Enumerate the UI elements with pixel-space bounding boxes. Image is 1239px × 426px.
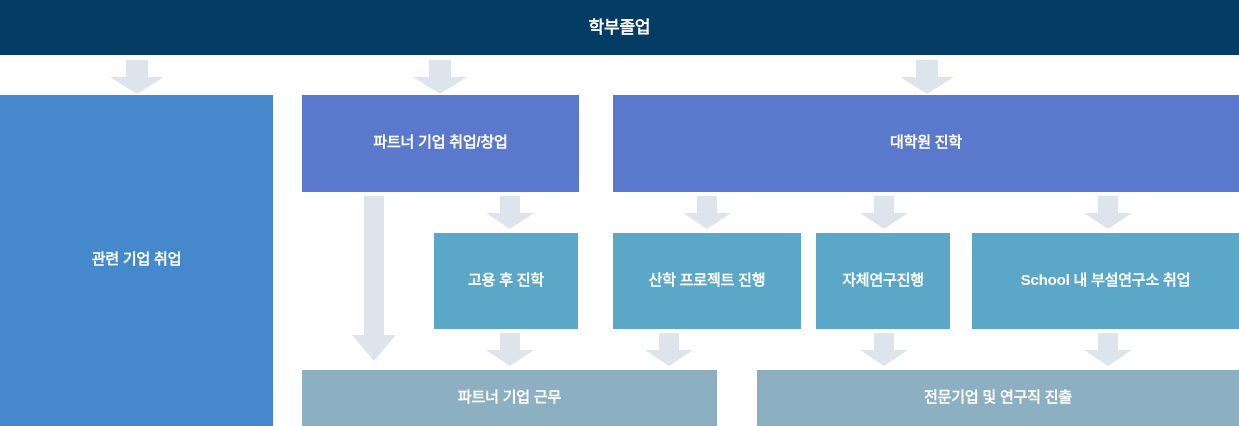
node-study-after-employment[interactable]: 고용 후 진학 [434,233,578,329]
node-specialized-company-research-career[interactable]: 전문기업 및 연구직 진출 [757,370,1239,426]
node-label: 파트너 기업 근무 [457,388,562,406]
arrow-in-house-research-to-specialized-career [860,333,908,366]
node-in-house-research[interactable]: 자체연구진행 [816,233,950,329]
arrow-graduate-school-to-industry-academic-project [683,196,731,229]
node-label: 산학 프로젝트 진행 [648,271,766,289]
arrow-affiliated-institute-to-specialized-career [1084,333,1132,366]
arrow-header-to-related-company [110,60,164,94]
arrow-partner-company-to-study-after-employment [486,196,534,229]
node-school-affiliated-institute-employment[interactable]: School 내 부설연구소 취업 [972,233,1239,329]
node-partner-company-work[interactable]: 파트너 기업 근무 [302,370,717,426]
node-label: 전문기업 및 연구직 진출 [924,388,1072,406]
node-label: School 내 부설연구소 취업 [1020,271,1191,289]
node-label: 학부졸업 [588,17,651,37]
arrow-partner-company-to-partner-work [352,196,396,361]
arrow-study-after-employment-to-partner-work [486,333,534,366]
node-label: 파트너 기업 취업/창업 [373,134,508,152]
node-undergraduate-graduation[interactable]: 학부졸업 [0,0,1239,55]
node-graduate-school-admission[interactable]: 대학원 진학 [613,95,1239,192]
node-label: 고용 후 진학 [468,271,544,289]
arrow-graduate-school-to-in-house-research [860,196,908,229]
node-partner-company-employment-startup[interactable]: 파트너 기업 취업/창업 [302,95,579,192]
node-label: 대학원 진학 [890,134,962,152]
node-industry-academic-project[interactable]: 산학 프로젝트 진행 [613,233,801,329]
arrow-graduate-school-to-affiliated-institute [1084,196,1132,229]
node-label: 관련 기업 취업 [91,251,182,269]
node-label: 자체연구진행 [842,271,924,289]
node-related-company-employment[interactable]: 관련 기업 취업 [0,95,273,426]
arrow-industry-academic-project-to-specialized-career [645,333,693,366]
arrow-header-to-graduate-school [900,60,954,94]
arrow-header-to-partner-company [413,60,467,94]
